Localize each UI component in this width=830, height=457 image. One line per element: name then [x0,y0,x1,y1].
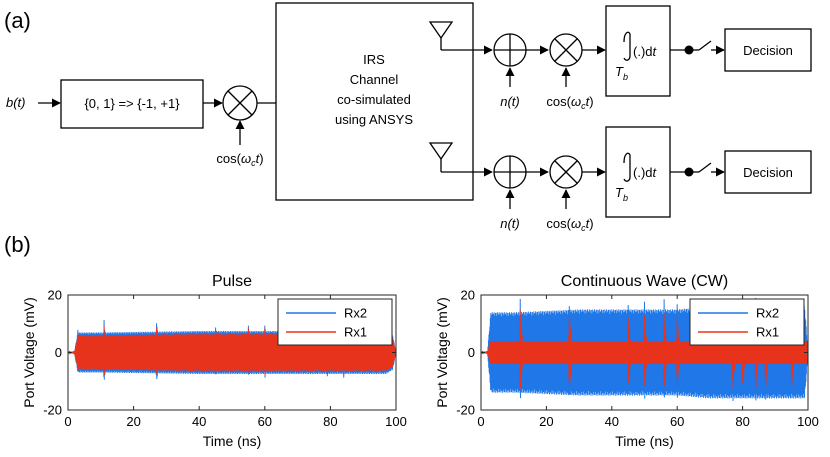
rx1-adder [493,33,527,67]
rx2-integrator-label: (.)dt [633,165,658,180]
channel-line-1: IRS [363,52,385,67]
x-tick-label: 60 [258,414,272,429]
legend-label-rx1: Rx1 [344,325,367,340]
chart-title: Continuous Wave (CW) [561,273,728,290]
y-tick-label: 0 [55,345,62,360]
legend-box [277,298,393,346]
x-tick-label: 0 [64,414,71,429]
panel-label-b: (b) [4,232,31,257]
panel-label-a: (a) [4,8,31,33]
rx2-decision-block [724,150,812,194]
y-axis-label: Port Voltage (mV) [434,297,450,408]
rx2-decision-label: Decision [743,165,793,180]
tx-carrier-label: cos(ωct) [216,151,263,168]
rx1-decision-block [724,28,812,72]
legend-label-rx2: Rx2 [756,306,779,321]
rx2-mixer [549,155,583,189]
y-tick-label: 20 [48,288,62,303]
rx1-antenna-icon [428,21,458,51]
rx2-sampler-switch [698,162,712,173]
x-tick-label: 60 [670,414,684,429]
chart-1-series-group [68,319,396,380]
x-tick-label: 80 [323,414,337,429]
chart-title: Pulse [212,273,252,290]
y-tick-label: -20 [456,403,475,418]
mapper-label: {0, 1} => {-1, +1} [84,96,180,111]
x-tick-label: 20 [539,414,553,429]
rx1-noise-label: n(t) [500,94,520,109]
x-tick-label: 80 [735,414,749,429]
x-tick-label: 0 [477,414,484,429]
rx1-integral-sign [623,31,631,61]
chart-2-series-group [481,297,808,402]
rx1-sampler-switch [698,40,712,51]
legend-label-rx2: Rx2 [344,306,367,321]
rx2-integral-sign [623,152,631,182]
y-tick-label: 0 [468,345,475,360]
input-label: b(t) [6,95,26,110]
mapper-block [60,79,204,129]
rx1-decision-label: Decision [743,43,793,58]
channel-line-4: using ANSYS [335,112,413,127]
tx-mixer [222,85,258,121]
rx1-mixer [549,33,583,67]
rx1-integrator-limit: Tb [615,64,628,82]
channel-line-2: Channel [350,72,399,87]
channel-line-3: co-simulated [337,92,411,107]
series-rx1-line [68,325,396,376]
rx2-adder [493,155,527,189]
x-tick-label: 100 [797,414,819,429]
legend-label-rx1: Rx1 [756,325,779,340]
x-axis-label: Time (ns) [203,433,262,449]
y-axis-label: Port Voltage (mV) [21,297,37,408]
rx2-antenna-icon [428,142,458,173]
x-axis-label: Time (ns) [615,433,674,449]
rx2-integrator-limit: Tb [615,185,628,203]
legend-box [689,298,805,346]
x-tick-label: 40 [192,414,206,429]
rx1-carrier-label: cos(ωct) [546,94,593,111]
y-tick-label: 20 [461,288,475,303]
rx2-noise-label: n(t) [500,216,520,231]
y-tick-label: -20 [43,403,62,418]
x-tick-label: 40 [605,414,619,429]
rx2-integrator-block [605,126,671,218]
series-rx1-line [481,310,808,389]
x-tick-label: 100 [385,414,407,429]
series-rx2-line [481,297,808,402]
rx2-carrier-label: cos(ωct) [546,216,593,233]
rx1-integrator-label: (.)dt [633,44,658,59]
rx1-integrator-block [605,5,671,97]
x-tick-label: 20 [126,414,140,429]
